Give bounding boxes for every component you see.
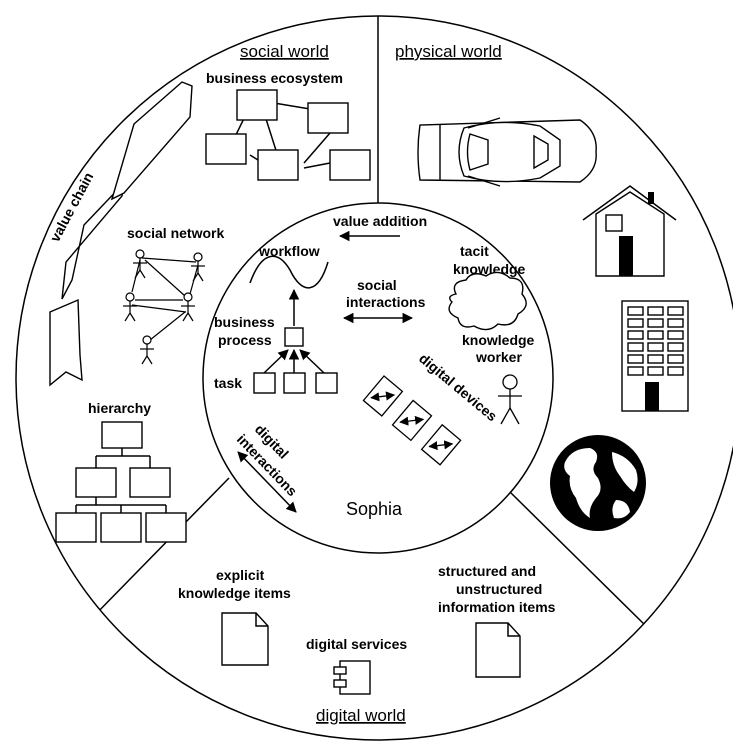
workflow-label: workflow xyxy=(258,243,320,259)
social-network-label: social network xyxy=(127,225,224,241)
building-window xyxy=(667,318,684,328)
building-window xyxy=(667,342,684,352)
building-window xyxy=(627,318,644,328)
information-items-label: information items xyxy=(438,599,556,615)
office-building-icon xyxy=(621,300,689,412)
document-icon xyxy=(475,622,521,678)
digital-services-label: digital services xyxy=(306,636,407,652)
physical-world-title: physical world xyxy=(395,42,502,61)
explicit-label: explicit xyxy=(216,567,265,583)
building-window xyxy=(627,330,644,340)
building-window xyxy=(647,342,664,352)
task-box xyxy=(315,372,338,394)
building-window xyxy=(647,306,664,316)
interactions-label: interactions xyxy=(346,294,426,310)
sophia-label: Sophia xyxy=(346,499,403,519)
knowledge-worker-figure xyxy=(498,374,522,425)
globe-icon xyxy=(550,435,646,531)
knowledge-worker-label-1: knowledge xyxy=(462,332,535,348)
house-icon xyxy=(582,185,677,277)
document-icon xyxy=(221,612,269,666)
business-ecosystem-graph xyxy=(205,89,371,181)
building-window xyxy=(627,366,644,376)
knowledge-worker-label-2: worker xyxy=(475,349,522,365)
task-box xyxy=(253,372,276,394)
building-window xyxy=(627,342,644,352)
unstructured-label: unstructured xyxy=(456,581,542,597)
building-window xyxy=(667,354,684,364)
hierarchy-label: hierarchy xyxy=(88,400,151,416)
value-addition-label: value addition xyxy=(333,213,427,229)
workflow-wave xyxy=(249,255,329,289)
tacit-label: tacit xyxy=(460,243,489,259)
sector-dividers xyxy=(89,16,651,631)
building-window xyxy=(647,354,664,364)
building-window xyxy=(647,366,664,376)
building-window xyxy=(647,318,664,328)
business-ecosystem-label: business ecosystem xyxy=(206,70,343,86)
building-window xyxy=(667,366,684,376)
component-icon xyxy=(333,660,371,695)
digital-world-title: digital world xyxy=(316,706,406,725)
explicit-items-label: knowledge items xyxy=(178,585,291,601)
social-label: social xyxy=(357,277,397,293)
building-window xyxy=(627,306,644,316)
digital-devices-group xyxy=(362,375,462,466)
structured-label: structured and xyxy=(438,563,536,579)
value-chain-arrows xyxy=(49,81,193,387)
social-network-graph xyxy=(123,249,205,365)
building-window xyxy=(627,354,644,364)
building-window xyxy=(647,330,664,340)
process-label: process xyxy=(218,332,272,348)
knowledge-label: knowledge xyxy=(453,261,526,277)
process-box xyxy=(284,327,304,347)
building-window xyxy=(667,306,684,316)
cloud-icon xyxy=(448,271,527,331)
hierarchy-tree xyxy=(55,421,187,543)
business-label: business xyxy=(214,314,275,330)
social-world-title: social world xyxy=(240,42,329,61)
digital-interactions-arrow xyxy=(237,451,297,513)
task-box xyxy=(283,372,306,394)
building-window xyxy=(667,330,684,340)
car-icon xyxy=(417,117,597,187)
task-label: task xyxy=(214,375,242,391)
